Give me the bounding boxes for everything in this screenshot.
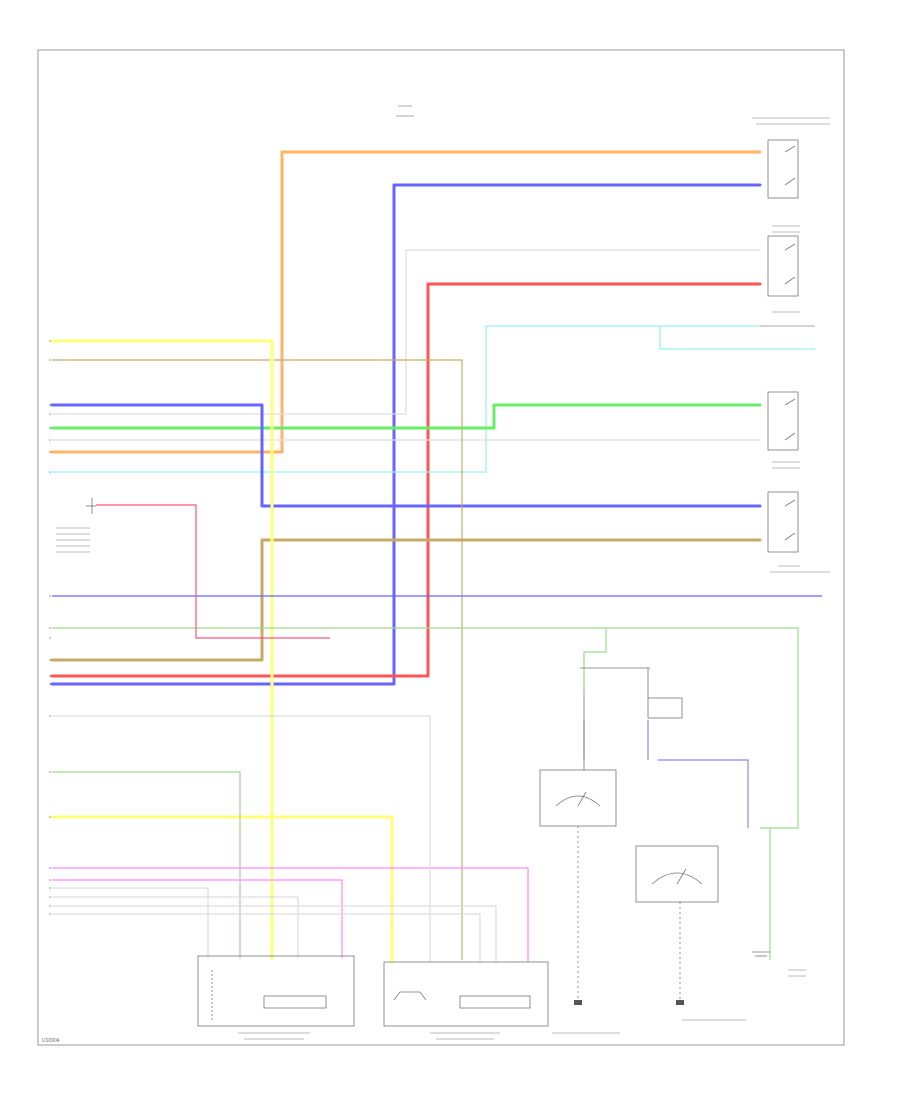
header-mark xyxy=(396,105,414,117)
diagram-frame xyxy=(37,49,845,1046)
wire-blue-mid xyxy=(50,403,762,508)
wire-yellow-2 xyxy=(50,815,394,964)
ground-icon xyxy=(574,1000,582,1005)
switch-icon xyxy=(767,491,799,553)
wire-orange xyxy=(50,150,762,454)
figure-id: U10904 xyxy=(42,1038,60,1044)
wire-tan xyxy=(50,538,762,662)
module-left xyxy=(197,955,355,1027)
wire-gray xyxy=(52,249,760,415)
gauge-icon xyxy=(635,845,719,903)
wire-cyan-branch xyxy=(659,326,815,350)
svg-text:U10904: U10904 xyxy=(42,1038,60,1044)
module-right xyxy=(383,961,549,1027)
wire-red xyxy=(50,282,762,678)
gauge-icon xyxy=(539,769,617,827)
switch-icon xyxy=(86,498,96,514)
switch-icon xyxy=(767,391,799,451)
ground-icon xyxy=(676,1000,684,1005)
wire-light-green xyxy=(52,627,799,829)
switch-icon xyxy=(767,139,799,199)
connector-icon xyxy=(647,697,683,719)
wire-cyan xyxy=(52,325,760,473)
wire-yellow xyxy=(50,339,274,960)
wire-pink xyxy=(96,504,330,639)
wire-tan-2 xyxy=(52,359,463,960)
ground-icon xyxy=(752,951,770,957)
wire-blue-top xyxy=(50,183,762,686)
switch-icon xyxy=(767,235,799,297)
wire-light-green-2 xyxy=(52,771,241,958)
